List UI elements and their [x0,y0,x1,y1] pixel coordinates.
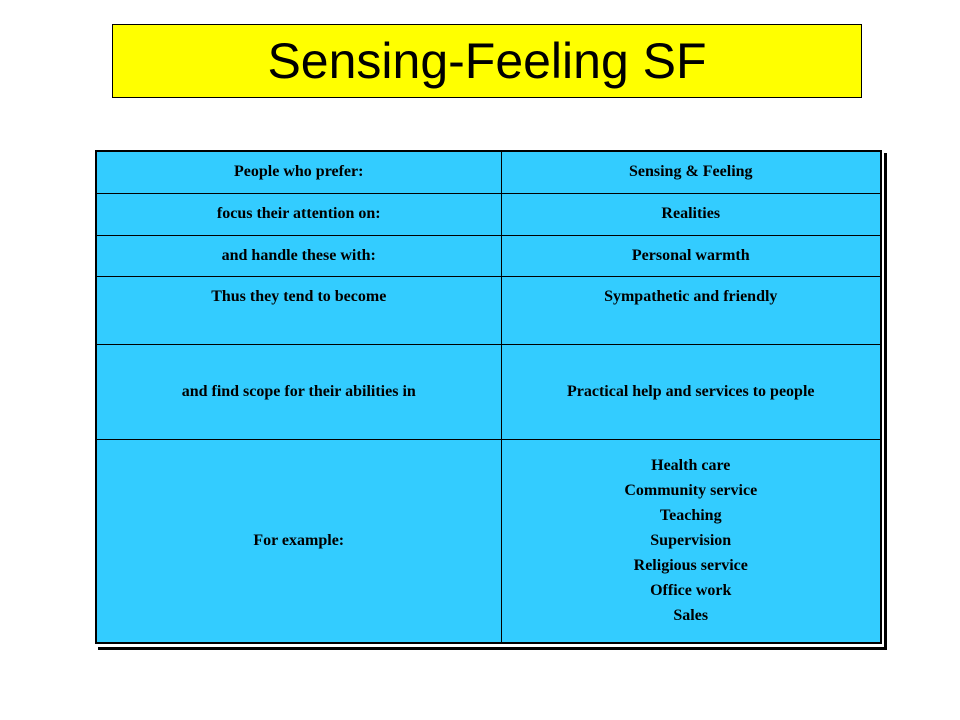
row-value: Sympathetic and friendly [500,275,882,345]
row-value: Realities [500,192,882,236]
example-item: Religious service [633,557,748,575]
row-label: focus their attention on: [95,192,502,236]
table-row: For example: Health care Community servi… [95,438,882,644]
title-banner: Sensing-Feeling SF [112,24,862,98]
table-row: and find scope for their abilities in Pr… [95,343,882,440]
table-row: Thus they tend to become Sympathetic and… [95,275,882,345]
row-label: and handle these with: [95,234,502,277]
preferences-table-container: People who prefer: Sensing & Feeling foc… [95,150,884,647]
preferences-table: People who prefer: Sensing & Feeling foc… [95,150,882,644]
example-item: Community service [624,482,758,500]
row-value: Personal warmth [500,234,882,277]
table-row: People who prefer: Sensing & Feeling [95,150,882,194]
page-title: Sensing-Feeling SF [267,33,707,89]
row-label: People who prefer: [95,150,502,194]
example-item: Teaching [659,507,722,525]
row-label: Thus they tend to become [95,275,502,345]
row-value: Practical help and services to people [500,343,882,440]
example-item: Health care [651,457,731,475]
example-item: Office work [650,582,732,600]
row-value: Sensing & Feeling [500,150,882,194]
table-row: focus their attention on: Realities [95,192,882,236]
examples-cell: Health care Community service Teaching S… [500,438,882,644]
example-item: Supervision [650,532,732,550]
row-label: and find scope for their abilities in [95,343,502,440]
examples-label: For example: [95,438,502,644]
example-item: Sales [673,607,709,625]
table-row: and handle these with: Personal warmth [95,234,882,277]
examples-list: Health care Community service Teaching S… [502,453,881,628]
